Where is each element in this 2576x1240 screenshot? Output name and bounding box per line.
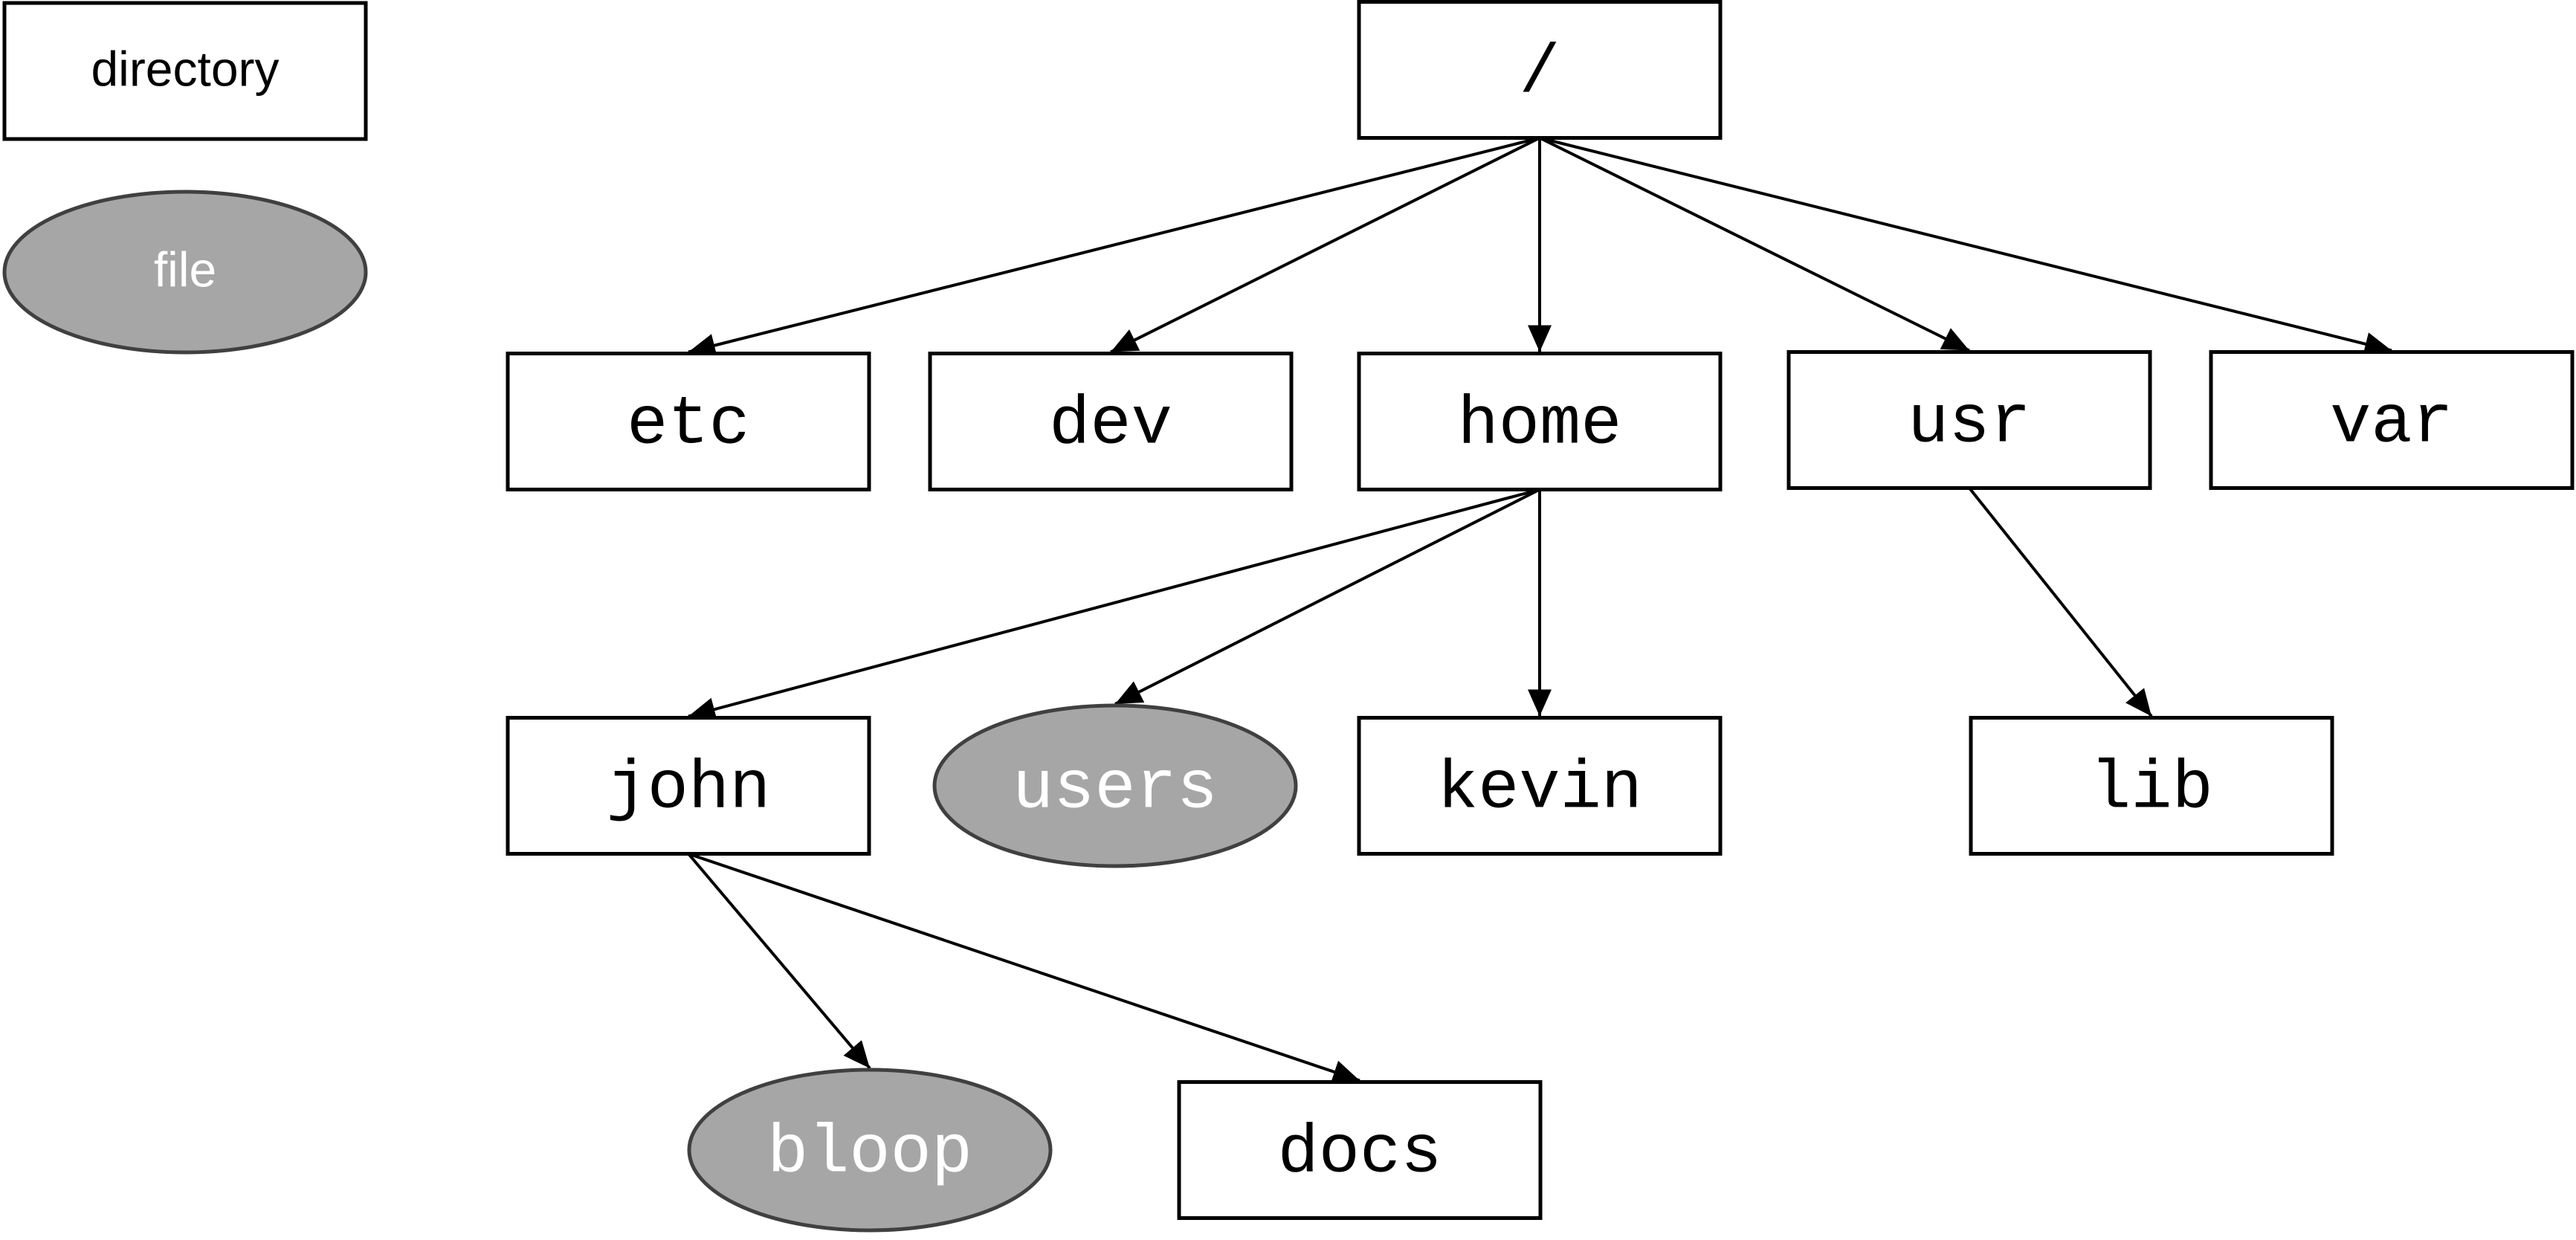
directory-node-box	[1357, 352, 1723, 491]
directory-node-box	[506, 352, 871, 491]
node-label-usr: usr	[1908, 384, 2031, 462]
directory-node-box	[506, 716, 871, 856]
legend-directory-label: directory	[91, 41, 279, 96]
file-node-ellipse	[687, 1068, 1053, 1233]
edge-root-dev	[1110, 136, 1540, 354]
node-label-home: home	[1458, 385, 1622, 463]
directory-node-box	[1969, 716, 2334, 856]
edge-root-etc	[688, 136, 1540, 358]
legend-file-label: file	[154, 242, 216, 297]
node-docs: docs	[1177, 1080, 1543, 1220]
legend: directory file	[2, 1, 368, 355]
node-label-users: users	[1013, 749, 1218, 827]
directory-node-box	[1786, 350, 2152, 490]
node-label-dev: dev	[1049, 385, 1172, 463]
edge-usr-lib	[1968, 487, 2153, 717]
node-root: /	[1357, 0, 1723, 140]
node-label-var: var	[2330, 384, 2453, 462]
edge-home-users	[1114, 488, 1540, 705]
directory-node-box	[1177, 1080, 1543, 1220]
node-kevin: kevin	[1357, 716, 1723, 856]
node-label-root: /	[1519, 33, 1560, 112]
node-label-kevin: kevin	[1437, 749, 1642, 827]
node-lib: lib	[1969, 716, 2334, 856]
node-label-etc: etc	[627, 385, 750, 463]
node-label-john: john	[607, 749, 771, 827]
node-label-lib: lib	[2090, 749, 2213, 827]
node-dev: dev	[928, 352, 1294, 491]
directory-node-box	[2209, 350, 2575, 490]
nodes: / etc dev home usr var john users kevin lib bloop d…	[506, 0, 2575, 1233]
node-label-bloop: bloop	[767, 1114, 972, 1192]
node-users: users	[932, 703, 1298, 868]
legend-directory: directory	[2, 1, 368, 141]
edge-root-usr	[1539, 136, 1970, 352]
node-label-docs: docs	[1278, 1114, 1442, 1192]
file-node-ellipse	[932, 703, 1298, 868]
node-usr: usr	[1786, 350, 2152, 490]
node-etc: etc	[506, 352, 871, 491]
legend-directory-box	[2, 1, 368, 141]
node-bloop: bloop	[687, 1068, 1053, 1233]
legend-file-ellipse	[2, 190, 368, 355]
directory-node-box	[928, 352, 1294, 491]
node-john: john	[506, 716, 871, 856]
edges	[687, 136, 2392, 1084]
directory-node-box	[1357, 0, 1723, 140]
edge-john-bloop	[687, 853, 871, 1070]
node-var: var	[2209, 350, 2575, 490]
edge-home-john	[688, 488, 1540, 721]
edge-root-var	[1539, 136, 2392, 356]
directory-node-box	[1357, 716, 1723, 856]
node-home: home	[1357, 352, 1723, 491]
legend-file: file	[2, 190, 368, 355]
edge-john-docs	[688, 852, 1360, 1084]
